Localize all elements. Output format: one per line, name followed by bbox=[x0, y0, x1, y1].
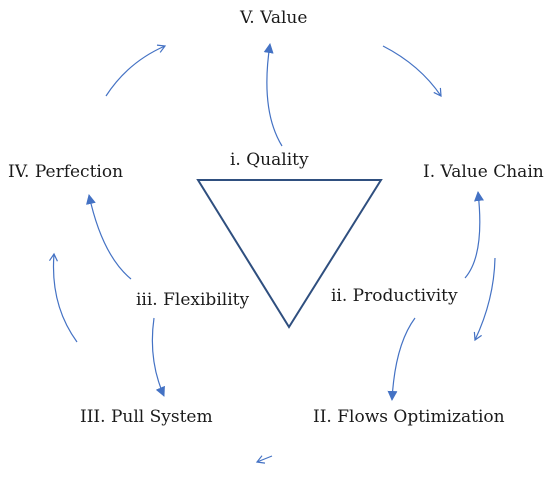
arrow-productivity-to-value-chain bbox=[464, 191, 484, 279]
label-productivity: ii. Productivity bbox=[331, 286, 458, 306]
arrow-flexibility-to-perfection bbox=[86, 194, 132, 280]
label-value-chain: I. Value Chain bbox=[423, 162, 544, 182]
label-quality: i. Quality bbox=[230, 150, 309, 170]
arrow-flexibility-to-pull-system bbox=[151, 317, 165, 397]
arrow-productivity-to-flows bbox=[387, 317, 416, 401]
label-flows-optimization: II. Flows Optimization bbox=[313, 407, 505, 427]
arrow-perfection-to-value bbox=[105, 44, 167, 97]
label-pull-system: III. Pull System bbox=[80, 407, 213, 427]
arrow-quality-to-value bbox=[263, 43, 283, 147]
label-value: V. Value bbox=[240, 8, 308, 28]
arrow-value-chain-to-flows bbox=[473, 257, 496, 342]
arrow-pull-system-to-perfection bbox=[48, 252, 78, 343]
label-perfection: IV. Perfection bbox=[8, 162, 124, 182]
center-triangle bbox=[196, 179, 383, 329]
arrow-flows-to-pull-system bbox=[255, 455, 273, 464]
label-flexibility: iii. Flexibility bbox=[136, 290, 250, 310]
arrow-value-to-value-chain bbox=[382, 45, 442, 98]
